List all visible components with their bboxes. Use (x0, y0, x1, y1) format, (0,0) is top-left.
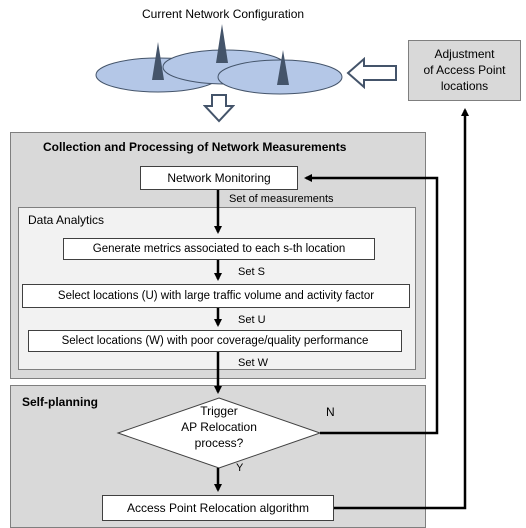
no-label: N (326, 405, 335, 419)
adjustment-box: Adjustment of Access Point locations (408, 40, 521, 101)
down-block-arrow-icon (203, 94, 235, 123)
adjustment-line1: Adjustment (434, 47, 495, 61)
arrow-no-to-monitoring (304, 174, 439, 435)
antenna-right-icon (277, 50, 289, 85)
trigger-line2: AP Relocation (181, 420, 257, 434)
generate-metrics-box: Generate metrics associated to each s-th… (63, 238, 375, 260)
antenna-left-icon (152, 42, 164, 80)
trigger-line1: Trigger (200, 404, 238, 418)
collection-title: Collection and Processing of Network Mea… (43, 140, 347, 154)
yes-label: Y (236, 462, 244, 474)
select-w-box: Select locations (W) with poor coverage/… (28, 330, 402, 352)
data-analytics-title: Data Analytics (28, 213, 105, 227)
antenna-middle-icon (216, 24, 228, 63)
adjustment-line3: locations (440, 79, 489, 93)
arrow-algorithm-to-adjustment (334, 108, 469, 510)
trigger-text: Trigger AP Relocation process? (166, 403, 272, 451)
network-monitoring-box: Network Monitoring (140, 166, 298, 190)
trigger-line3: process? (194, 436, 244, 450)
network-title: Current Network Configuration (142, 7, 305, 21)
relocation-algorithm-box: Access Point Relocation algorithm (102, 495, 334, 521)
set-u-label: Set U (238, 314, 266, 326)
network-cells-graphic (95, 24, 343, 95)
left-block-arrow-icon (346, 57, 397, 89)
measurements-label: Set of measurements (229, 193, 334, 205)
self-planning-title: Self-planning (22, 395, 98, 409)
select-u-box: Select locations (U) with large traffic … (22, 284, 410, 308)
set-s-label: Set S (238, 266, 265, 278)
set-w-label: Set W (238, 357, 268, 369)
adjustment-line2: of Access Point (423, 63, 506, 77)
